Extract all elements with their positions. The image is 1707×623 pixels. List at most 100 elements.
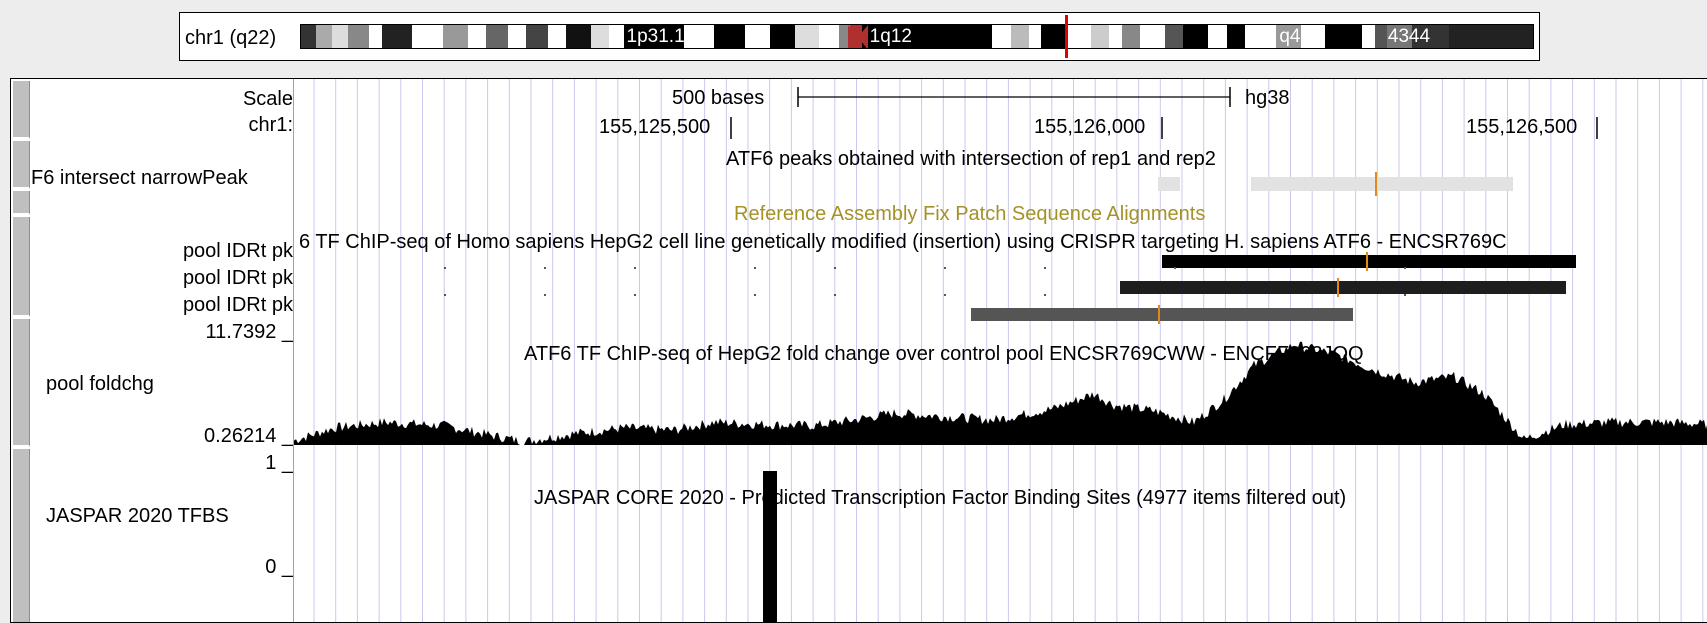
ideogram-band (609, 25, 625, 48)
ideogram-label: chr1 (q22) (185, 27, 277, 49)
ideogram-band (862, 25, 993, 48)
foldchange-max-label: 11.7392 _ (205, 321, 294, 343)
narrowpeak-track-label[interactable]: F6 intersect narrowPeak (31, 167, 248, 189)
ideogram-band (1164, 25, 1184, 48)
ideogram-band-label-1: 1q12 (869, 26, 912, 47)
ideogram-band (590, 25, 610, 48)
ideogram-band (1041, 25, 1067, 48)
peak-features[interactable] (294, 79, 1707, 622)
ideogram-band-label-4: 44 (1408, 26, 1431, 47)
chipseq-dot (754, 267, 756, 269)
centromere-right (857, 25, 868, 48)
chipseq-dot (634, 294, 636, 296)
ideogram-band (1121, 25, 1141, 48)
scale-ruler (730, 87, 1598, 139)
jaspar-site-1 (763, 471, 777, 622)
ideogram-band (1207, 25, 1227, 48)
ideogram-band (714, 25, 746, 48)
centromere (847, 25, 868, 48)
foldchange-min-label: 0.26214 _ (204, 425, 293, 447)
narrowpeak-item-1 (1158, 177, 1180, 191)
ideogram-band (1411, 25, 1449, 48)
gutter-button-fix-patch[interactable] (13, 191, 30, 215)
jaspar-track-label[interactable]: JASPAR 2020 TFBS (46, 505, 229, 527)
chipseq-dot (834, 267, 836, 269)
gutter-button-foldchange[interactable] (13, 319, 30, 447)
ideogram-band (1362, 25, 1375, 48)
ideogram-band (412, 25, 443, 48)
ideogram-band (566, 25, 591, 48)
centromere-left (847, 25, 858, 48)
gutter-button-ruler[interactable] (13, 81, 30, 139)
chipseq-summit-2 (1337, 278, 1339, 297)
chipseq-dot (1174, 267, 1176, 269)
jaspar-min-label: 0 _ (265, 556, 293, 578)
ideogram-band-label-2: q41 (1279, 26, 1312, 47)
chipseq-dot (1044, 267, 1046, 269)
chipseq-peak-1 (1162, 255, 1576, 268)
ideogram-band (525, 25, 548, 48)
ideogram-band (368, 25, 383, 48)
track-data-area[interactable]: 500 bases hg38 155,125,500 155,126,000 1… (293, 79, 1707, 622)
ruler-tick-3: 155,126,500 (1466, 116, 1578, 138)
chipseq-dot (944, 294, 946, 296)
ideogram-band (769, 25, 795, 48)
ideogram-band (683, 25, 715, 48)
chipseq-peak-2 (1120, 281, 1566, 294)
foldchange-signal-graph[interactable] (294, 79, 1707, 622)
chipseq-row-label-1[interactable]: pool IDRt pk (182, 240, 293, 262)
ideogram-band (1386, 25, 1412, 48)
chipseq-track-title: 6 TF ChIP-seq of Homo sapiens HepG2 cell… (299, 231, 1507, 253)
ruler-row-label: chr1: (248, 114, 293, 136)
chipseq-dot (634, 267, 636, 269)
narrowpeak-summit (1375, 172, 1377, 196)
chipseq-dot (444, 267, 446, 269)
browser-tracks-image[interactable]: Scale chr1: F6 intersect narrowPeak pool… (10, 78, 1707, 623)
ideogram-band (1300, 25, 1326, 48)
ideogram-band (1374, 25, 1387, 48)
ideogram-band (442, 25, 468, 48)
ideogram-band (1140, 25, 1165, 48)
ideogram-band (1109, 25, 1122, 48)
chipseq-dot (444, 294, 446, 296)
chipseq-row-label-2[interactable]: pool IDRt pk (182, 267, 293, 289)
ideogram-band (301, 25, 316, 48)
ruler-tick-1: 155,125,500 (599, 116, 711, 138)
ideogram-band (1245, 25, 1276, 48)
ideogram-band (1090, 25, 1110, 48)
ideogram-band (1448, 25, 1533, 48)
foldchange-track-label[interactable]: pool foldchg (46, 373, 154, 395)
ideogram-band (992, 25, 1011, 48)
ideogram-band (1275, 25, 1301, 48)
jaspar-max-label: 1 _ (265, 452, 293, 474)
narrowpeak-track-title: ATF6 peaks obtained with intersection of… (726, 148, 1216, 170)
gutter-button-jaspar[interactable] (13, 449, 30, 622)
chipseq-dot (754, 294, 756, 296)
foldchange-area (294, 341, 1707, 445)
gutter-button-narrowpeak[interactable] (13, 141, 30, 189)
ideogram-band (624, 25, 684, 48)
ideogram-band (1183, 25, 1208, 48)
chipseq-row-label-3[interactable]: pool IDRt pk (182, 294, 293, 316)
ideogram-band (839, 25, 851, 48)
ideogram-position-marker (1065, 15, 1068, 58)
ruler-tick-2: 155,126,000 (1034, 116, 1146, 138)
gutter-button-chipseq[interactable] (13, 217, 30, 317)
assembly-label: hg38 (1245, 87, 1290, 109)
jaspar-features[interactable] (294, 79, 1707, 622)
chipseq-summit-3 (1158, 305, 1160, 324)
ideogram-band-label-0: 1p31.1 (626, 26, 685, 47)
chipseq-dot (944, 267, 946, 269)
fix-patch-track-title: Reference Assembly Fix Patch Sequence Al… (734, 203, 1206, 225)
scale-row-label: Scale (242, 88, 293, 110)
ideogram-band-label-3: 43 (1387, 26, 1410, 47)
ideogram-band (745, 25, 770, 48)
ideogram-band (382, 25, 413, 48)
ideogram-band (347, 25, 369, 48)
ideogram-band (508, 25, 526, 48)
chipseq-dot (544, 294, 546, 296)
ideogram-band (547, 25, 567, 48)
ideogram-band (315, 25, 332, 48)
